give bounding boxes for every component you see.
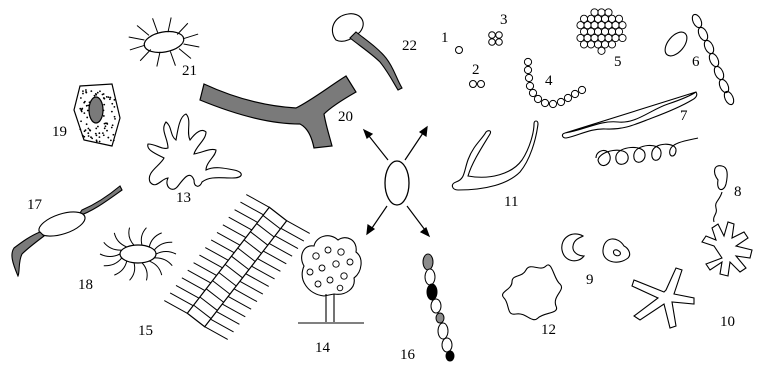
label-4: 4 — [545, 73, 553, 89]
splatter-cell — [702, 222, 752, 276]
single-rod — [661, 28, 691, 60]
nucleus — [89, 97, 103, 123]
ciliated-cell-18 — [100, 228, 176, 281]
star-cells-10 — [632, 222, 752, 328]
tetrad-d — [496, 39, 503, 46]
dotted-cell-19 — [74, 84, 120, 146]
label-20: 20 — [338, 109, 353, 125]
wavy-cell-12 — [503, 265, 562, 320]
label-16: 16 — [400, 347, 416, 363]
curved-cells-9 — [562, 234, 630, 262]
label-7: 7 — [680, 108, 688, 124]
colony-granules — [307, 247, 353, 291]
cocci-1-2-3 — [456, 32, 503, 88]
spiky-cell-21 — [129, 17, 200, 66]
coccus-chain-4 — [524, 58, 585, 107]
label-9: 9 — [586, 272, 594, 288]
label-15: 15 — [138, 323, 153, 339]
label-11: 11 — [504, 194, 518, 210]
coccus-single — [456, 47, 463, 54]
label-5: 5 — [614, 54, 622, 70]
label-1: 1 — [441, 30, 449, 46]
wavy-filament — [562, 92, 696, 138]
label-8: 8 — [734, 184, 742, 200]
segmented-cell-15 — [164, 195, 309, 340]
tetrad-c — [489, 39, 496, 46]
cross-cell — [632, 268, 694, 328]
label-17: 17 — [27, 197, 43, 213]
cell-chain-16 — [423, 254, 454, 361]
label-10: 10 — [720, 314, 735, 330]
label-12: 12 — [541, 322, 556, 338]
flagellated-cell-8 — [714, 166, 728, 222]
central-cell — [385, 161, 409, 205]
tetrad-b — [496, 32, 503, 39]
central-cell-group — [364, 127, 429, 236]
label-21: 21 — [182, 63, 197, 79]
tree-colony-14 — [298, 236, 364, 323]
coccus-cluster-5 — [577, 9, 626, 55]
label-2: 2 — [472, 62, 480, 78]
diplococcus-b — [478, 81, 485, 88]
bent-rod-11 — [452, 121, 538, 190]
arrows — [364, 127, 429, 236]
tetrad-a — [489, 32, 496, 39]
diplococcus-a — [470, 81, 477, 88]
label-14: 14 — [315, 340, 331, 356]
branched-tube-20 — [200, 76, 356, 148]
label-3: 3 — [500, 12, 508, 28]
spiral-forms-7 — [562, 92, 698, 166]
branched-cell-13 — [148, 114, 242, 189]
label-19: 19 — [52, 124, 67, 140]
label-13: 13 — [176, 190, 191, 206]
label-6: 6 — [692, 54, 700, 70]
label-18: 18 — [78, 277, 93, 293]
spirillum-coil — [596, 138, 698, 166]
label-22: 22 — [402, 38, 417, 54]
